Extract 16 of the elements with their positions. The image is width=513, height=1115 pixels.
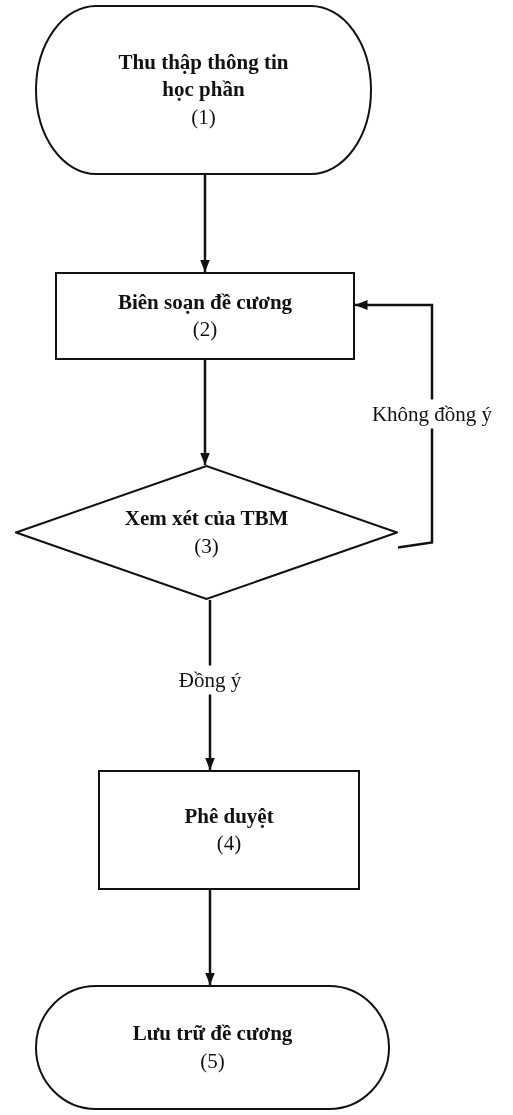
node-title: Phê duyệt	[184, 802, 274, 830]
edge-label: Không đồng ý	[371, 399, 493, 429]
node-title: Biên soạn đề cương	[117, 288, 293, 316]
step-number: (2)	[192, 316, 218, 343]
step-number: (5)	[200, 1047, 225, 1075]
node-title: Thu thập thông tin học phần	[117, 49, 290, 104]
step-number: (1)	[191, 103, 216, 131]
arrow	[200, 175, 210, 272]
arrow	[205, 890, 215, 985]
step-number: (3)	[194, 532, 219, 560]
node-title: Xem xét của TBM	[124, 505, 289, 533]
arrow	[355, 300, 434, 549]
edge-label: Đồng ý	[178, 665, 242, 695]
step-number: (4)	[216, 830, 242, 857]
node-title: Lưu trữ đề cương	[132, 1020, 293, 1048]
arrow	[200, 360, 210, 465]
